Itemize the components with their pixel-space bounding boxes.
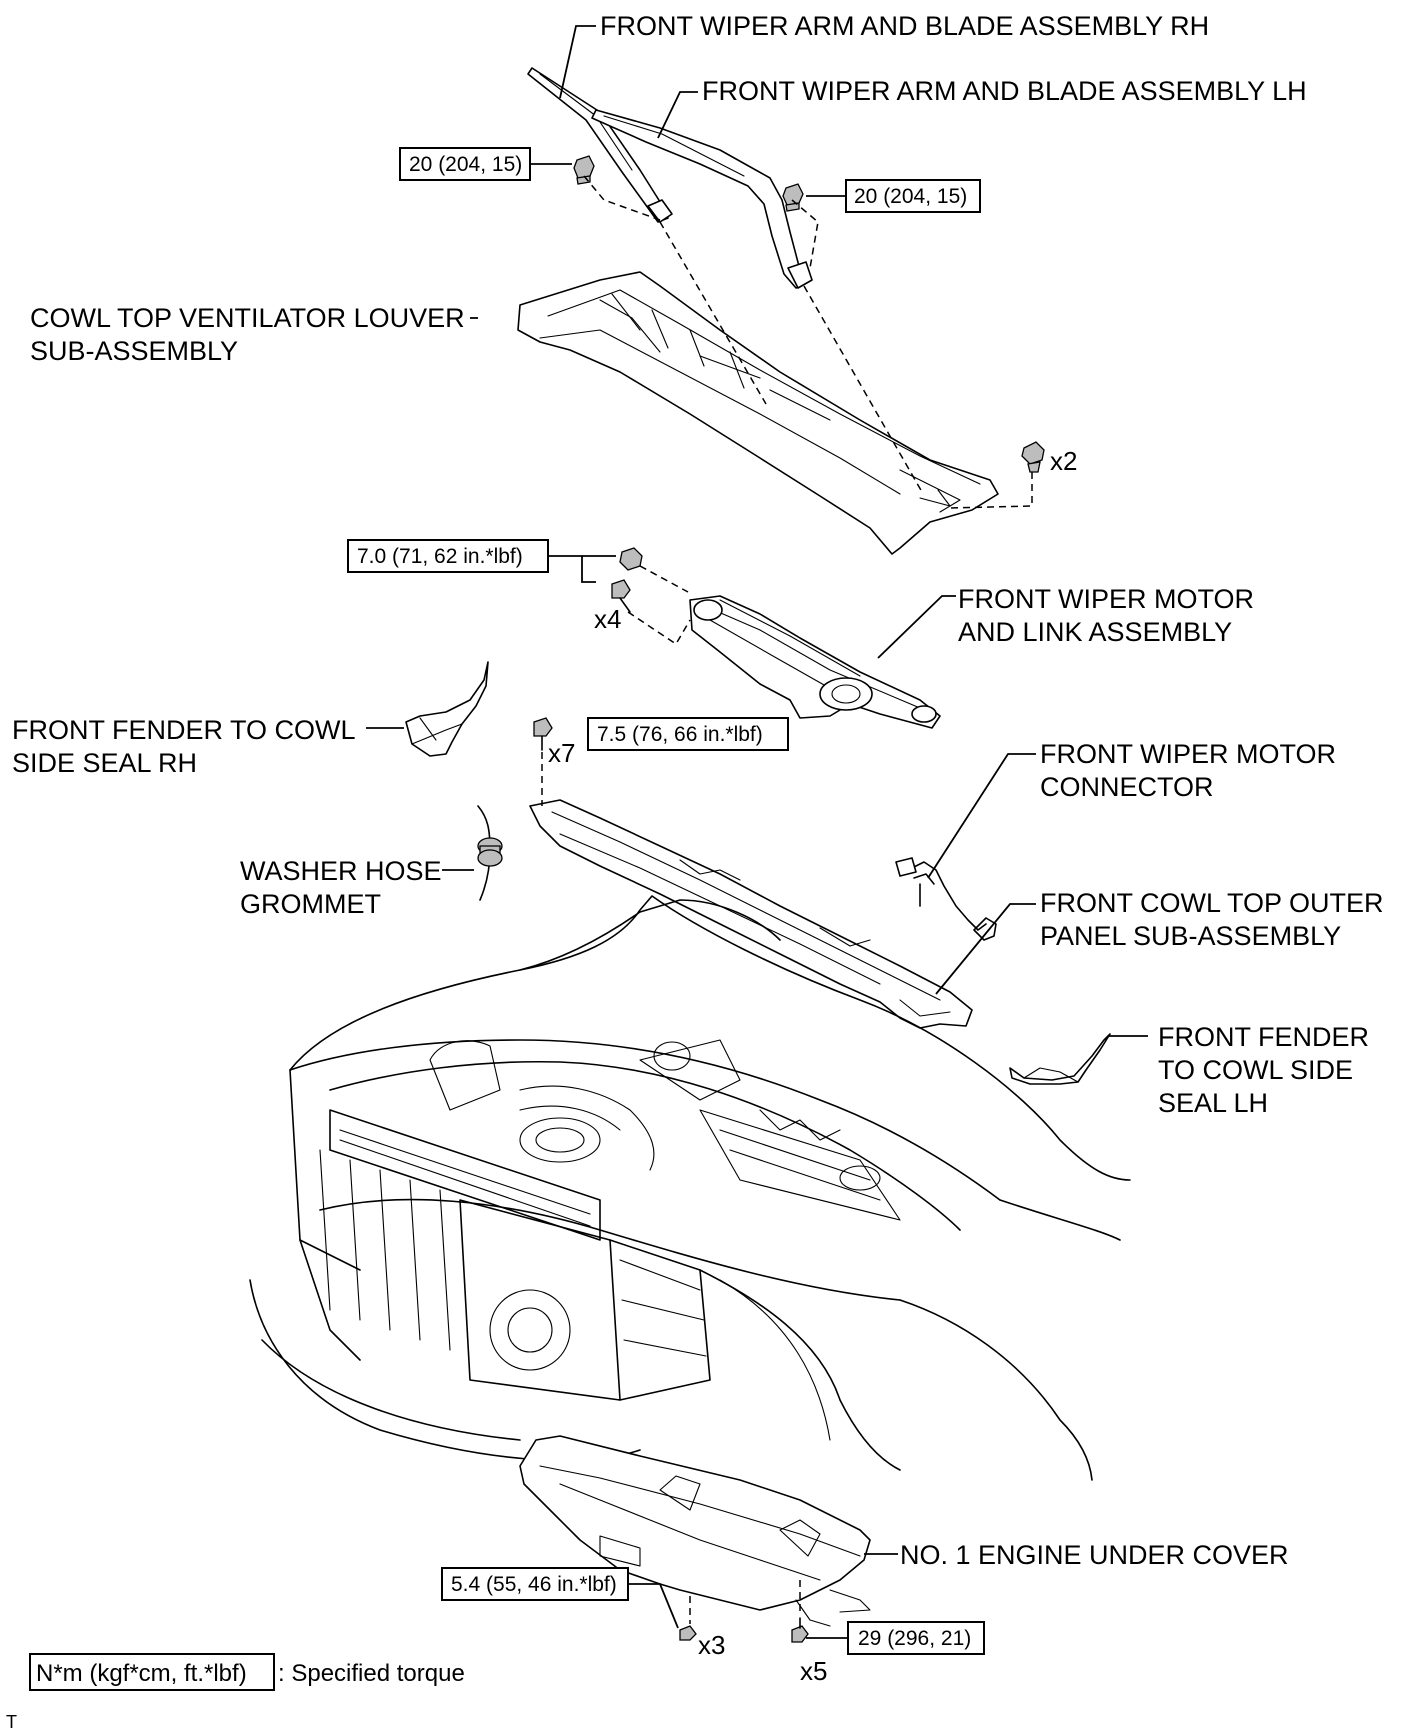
label-connector-line1: FRONT WIPER MOTOR <box>1040 739 1336 769</box>
torque-wiper-lh: 20 (204, 15) <box>854 185 967 208</box>
label-wiper-lh: FRONT WIPER ARM AND BLADE ASSEMBLY LH <box>702 76 1307 106</box>
torque-motor: 7.0 (71, 62 in.*lbf) <box>357 545 523 568</box>
motor-nut-drawing <box>619 547 643 571</box>
assembly-guide-lines <box>541 175 1033 1624</box>
legend-meaning: : Specified torque <box>278 1660 465 1687</box>
wiper-rh-nut-drawing <box>573 155 595 185</box>
label-outer-panel-line2: PANEL SUB-ASSEMBLY <box>1040 921 1341 951</box>
motor-bolt-drawing <box>611 579 631 613</box>
engine-under-cover-drawing <box>519 1435 871 1627</box>
label-outer-panel-line1: FRONT COWL TOP OUTER <box>1040 888 1384 918</box>
label-wiper-rh: FRONT WIPER ARM AND BLADE ASSEMBLY RH <box>600 11 1209 41</box>
washer-grommet-drawing <box>477 805 503 901</box>
louver-clip-drawing <box>1021 441 1045 473</box>
qty-outer-panel-bolts: x7 <box>548 738 575 768</box>
qty-motor-bolts: x4 <box>594 604 621 634</box>
fender-seal-lh-drawing <box>1009 1033 1111 1085</box>
qty-louver-clips: x2 <box>1050 446 1077 476</box>
torque-box-wiper-rh <box>399 147 531 181</box>
label-seal-lh-line2: TO COWL SIDE <box>1158 1055 1353 1085</box>
qty-under-cover-large: x5 <box>800 1656 827 1686</box>
corner-mark: T <box>6 1712 17 1732</box>
legend-unit: N*m (kgf*cm, ft.*lbf) <box>36 1660 247 1687</box>
label-louver-line2: SUB-ASSEMBLY <box>30 336 238 366</box>
label-seal-rh-line1: FRONT FENDER TO COWL <box>12 715 356 745</box>
cowl-outer-panel-drawing <box>529 799 973 1029</box>
legend-unit-box <box>29 1653 275 1691</box>
torque-under-cover-small: 5.4 (55, 46 in.*lbf) <box>451 1573 617 1596</box>
label-seal-lh-line1: FRONT FENDER <box>1158 1022 1369 1052</box>
qty-under-cover-small: x3 <box>698 1630 725 1660</box>
torque-under-cover-large: 29 (296, 21) <box>858 1627 971 1650</box>
cowl-louver-drawing <box>517 271 999 555</box>
wiper-arm-lh-drawing <box>591 109 813 289</box>
wiper-motor-link-drawing <box>689 595 941 729</box>
part-labels: FRONT WIPER ARM AND BLADE ASSEMBLY RH FR… <box>12 11 1384 1570</box>
torque-box-motor <box>347 539 549 573</box>
label-motor-line1: FRONT WIPER MOTOR <box>958 584 1254 614</box>
under-cover-small-bolt-drawing <box>679 1625 697 1641</box>
torque-outer-panel: 7.5 (76, 66 in.*lbf) <box>597 723 763 746</box>
torque-wiper-rh: 20 (204, 15) <box>409 153 522 176</box>
under-cover-large-bolt-drawing <box>791 1617 809 1643</box>
vehicle-front-drawing <box>249 895 1131 1481</box>
fender-seal-rh-drawing <box>405 661 489 757</box>
outer-panel-bolt-drawing <box>533 717 553 751</box>
label-seal-lh-line3: SEAL LH <box>1158 1088 1268 1118</box>
leader-lines <box>366 25 1148 1639</box>
torque-box-wiper-lh <box>845 179 981 213</box>
label-motor-line2: AND LINK ASSEMBLY <box>958 617 1232 647</box>
label-louver-line1: COWL TOP VENTILATOR LOUVER <box>30 303 465 333</box>
label-grommet-line2: GROMMET <box>240 889 381 919</box>
torque-legend: N*m (kgf*cm, ft.*lbf) : Specified torque <box>29 1653 465 1691</box>
torque-box-under-cover-large <box>847 1621 985 1655</box>
quantity-labels: x2 x4 x7 x3 x5 <box>548 446 1077 1686</box>
wiper-arm-rh-drawing <box>527 67 673 223</box>
torque-box-under-cover-small <box>441 1567 629 1601</box>
torque-box-outer-panel <box>587 717 789 751</box>
motor-connector-drawing <box>895 857 997 941</box>
label-seal-rh-line2: SIDE SEAL RH <box>12 748 197 778</box>
label-connector-line2: CONNECTOR <box>1040 772 1214 802</box>
torque-boxes: 20 (204, 15) 20 (204, 15) 7.0 (71, 62 in… <box>347 147 985 1655</box>
label-grommet-line1: WASHER HOSE <box>240 856 442 886</box>
label-under-cover: NO. 1 ENGINE UNDER COVER <box>900 1540 1289 1570</box>
wiper-lh-nut-drawing <box>782 183 804 212</box>
